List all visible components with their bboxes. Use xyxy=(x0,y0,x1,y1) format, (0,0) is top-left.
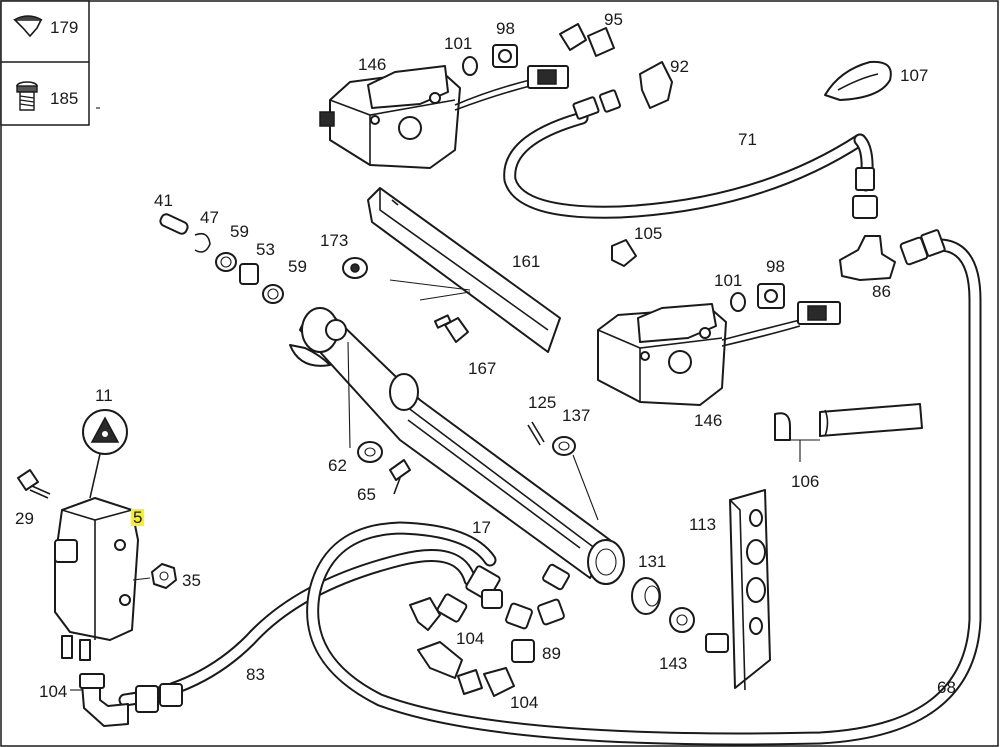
callout-11: 11 xyxy=(95,386,113,405)
callout-167: 167 xyxy=(468,359,497,378)
callout-89: 89 xyxy=(542,644,561,663)
callout-47: 47 xyxy=(200,208,219,227)
callout-146: 146 xyxy=(358,55,387,74)
inset-label-179: 179 xyxy=(50,18,79,37)
callout-86: 86 xyxy=(872,282,891,301)
callout-59: 59 xyxy=(230,222,249,241)
hose-71 xyxy=(503,111,874,219)
callout-113: 113 xyxy=(689,515,717,534)
cylinder-17 xyxy=(289,307,625,591)
callout-104: 104 xyxy=(510,693,539,712)
callout-101: 101 xyxy=(444,34,473,53)
callout-137: 137 xyxy=(562,406,591,425)
callout-59: 59 xyxy=(288,257,307,276)
callout-83: 83 xyxy=(246,665,265,684)
callout-98: 98 xyxy=(496,19,515,38)
callout-5-highlighted: 5 xyxy=(131,508,145,527)
callout-62: 62 xyxy=(328,456,347,475)
fittings-cluster xyxy=(409,565,565,697)
callout-71: 71 xyxy=(738,130,757,149)
inset-legend-box xyxy=(0,0,90,126)
callout-104: 104 xyxy=(456,629,485,648)
callout-68: 68 xyxy=(937,678,956,697)
valve-assembly-5 xyxy=(54,497,139,661)
hose-83 xyxy=(118,549,477,707)
callout-98: 98 xyxy=(766,257,785,276)
callout-95: 95 xyxy=(604,10,623,29)
callout-41: 41 xyxy=(154,191,173,210)
callout-107: 107 xyxy=(900,66,929,85)
callout-173: 173 xyxy=(320,231,349,250)
plate-113 xyxy=(729,489,771,691)
callout-143: 143 xyxy=(659,654,688,673)
callout-104: 104 xyxy=(39,682,68,701)
callout-29: 29 xyxy=(15,509,34,528)
callout-105: 105 xyxy=(634,224,663,243)
sensor-unit-146-right xyxy=(597,303,801,406)
bracket-161 xyxy=(367,187,561,353)
callout-53: 53 xyxy=(256,240,275,259)
inset-label-185: 185 xyxy=(50,89,79,108)
hose-68 xyxy=(306,238,982,746)
sensor-unit-146-top xyxy=(319,65,531,169)
callout-125: 125 xyxy=(528,393,557,412)
callout-65: 65 xyxy=(357,485,376,504)
callout-161: 161 xyxy=(512,252,541,271)
callout-17: 17 xyxy=(472,518,491,537)
callout-35: 35 xyxy=(182,571,201,590)
callout-146: 146 xyxy=(694,411,723,430)
callout-92: 92 xyxy=(670,57,689,76)
callout-101: 101 xyxy=(714,271,743,290)
callout-106: 106 xyxy=(791,472,820,491)
callout-131: 131 xyxy=(638,552,667,571)
